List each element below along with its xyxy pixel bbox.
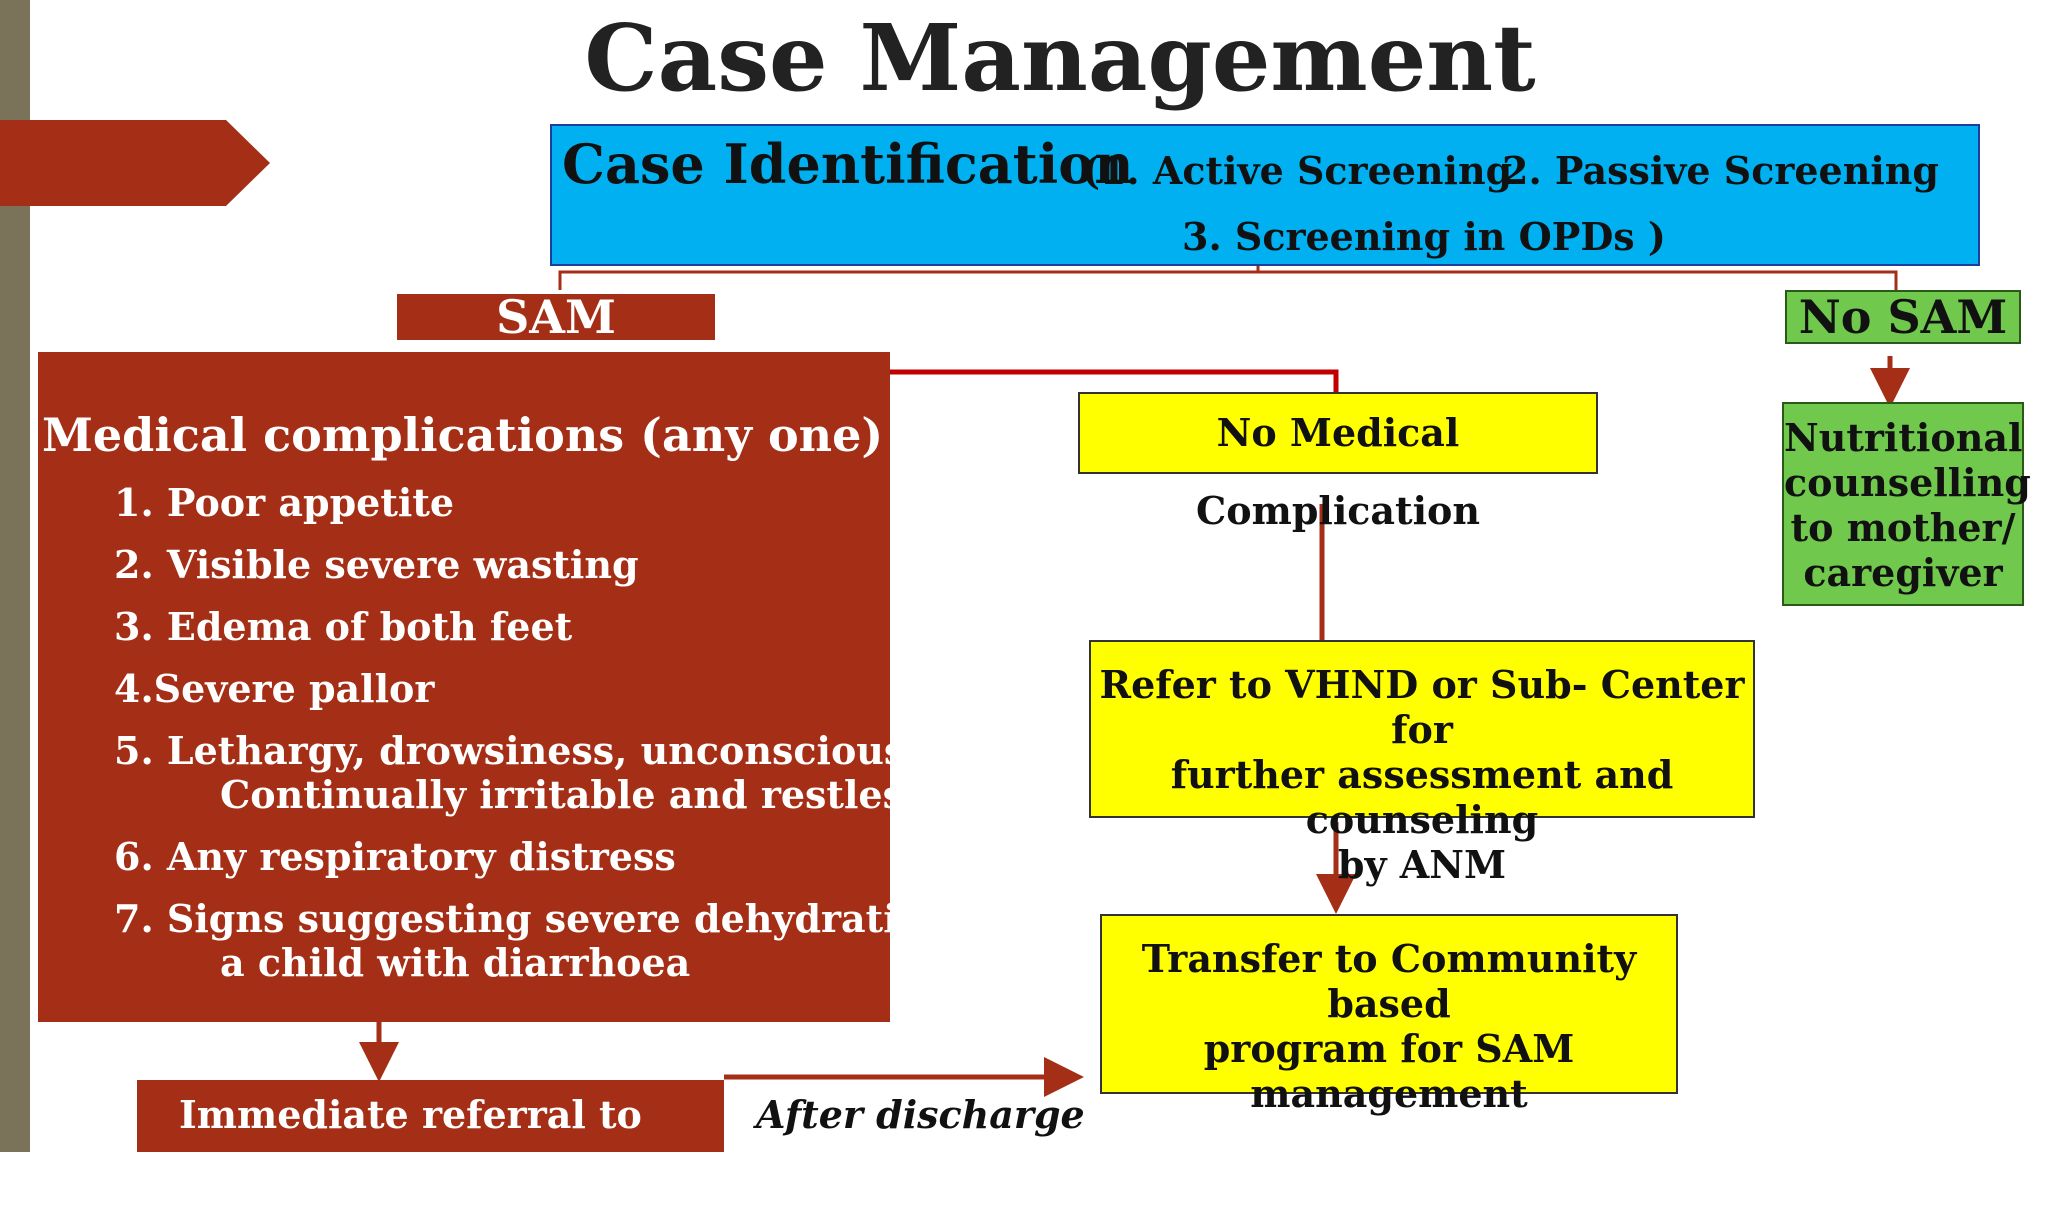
opd-screening-label: 3. Screening in OPDs ) [1182,214,1666,259]
transfer-line: Transfer to Community based [1141,936,1637,1026]
immediate-referral-box: Immediate referral to NRC [137,1080,724,1207]
active-screening-label: (1. Active Screening [1082,148,1513,193]
complication-item: 3. Edema of both feet [114,604,573,649]
complication-item-continuation: Continually irritable and restless [220,772,926,817]
complication-item-continuation: a child with diarrhoea [220,940,691,985]
nutrition-line: counselling [1784,460,2031,505]
refer-line: further assessment and counseling [1170,752,1674,842]
nutrition-line: to mother/ [1790,505,2016,550]
after-discharge-label: After discharge [756,1092,1085,1137]
medical-complications-box: Medical complications (any one) 1. Poor … [38,352,1006,1022]
complication-item: 6. Any respiratory distress [114,834,676,879]
case-identification-box: Case Identification (1. Active Screening… [550,124,1980,266]
case-identification-label: Case Identification [562,132,1134,196]
complication-item: 4.Severe pallor [114,666,435,711]
no-medical-complication-box: No Medical Complication [1078,392,1598,533]
refer-line: by ANM [1337,842,1507,887]
transfer-line: management [1250,1071,1528,1116]
nutrition-line: caregiver [1803,550,2003,595]
nutrition-line: Nutritional [1784,415,2023,460]
sam-box: SAM [397,294,715,340]
refer-vhnd-box: Refer to VHND or Sub- Center for further… [1089,640,1755,887]
no-sam-box: No SAM [1785,290,2021,344]
medical-complications-title: Medical complications (any one) [42,408,884,462]
sam-to-no-med-connector [890,369,1339,392]
passive-screening-label: 2. Passive Screening [1502,148,1939,193]
complication-item: 5. Lethargy, drowsiness, unconsciousness [114,728,1000,773]
transfer-line: program for SAM [1203,1026,1575,1071]
complication-item: 2. Visible severe wasting [114,542,639,587]
case-split-connector [558,270,1898,290]
transfer-community-box: Transfer to Community based program for … [1100,914,1678,1116]
complication-item: 7. Signs suggesting severe dehydration i… [114,896,1006,941]
refer-line: Refer to VHND or Sub- Center for [1099,662,1745,752]
decorative-chevron [0,120,270,206]
nutritional-counselling-box: Nutritional counselling to mother/ careg… [1782,402,2031,606]
complication-item: 1. Poor appetite [114,480,455,525]
